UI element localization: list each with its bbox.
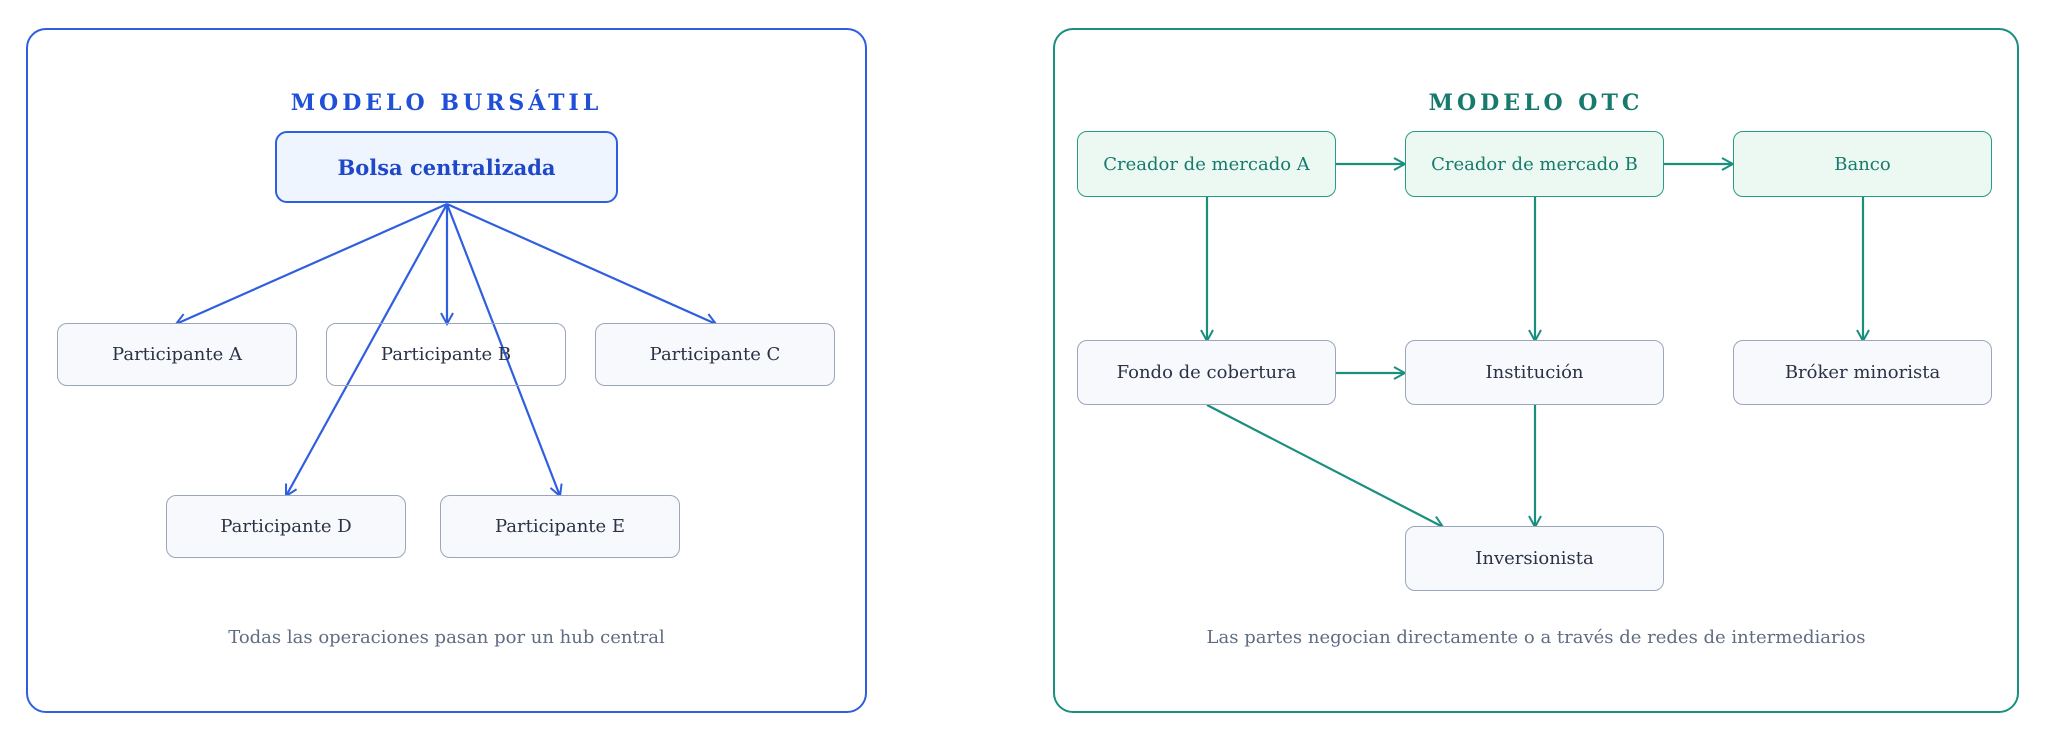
node-participant-c: Participante C [595,323,835,386]
node-participant-b: Participante B [326,323,566,386]
node-participant-d: Participante D [166,495,406,558]
node-institution: Institución [1405,340,1664,405]
node-hedge-fund: Fondo de cobertura [1077,340,1336,405]
node-investor: Inversionista [1405,526,1664,591]
node-centralized-exchange: Bolsa centralizada [275,131,618,203]
node-market-maker-b: Creador de mercado B [1405,131,1664,197]
node-participant-e: Participante E [440,495,680,558]
otc-model-title: MODELO OTC [1428,90,1644,116]
node-market-maker-a: Creador de mercado A [1077,131,1336,197]
exchange-model-title: MODELO BURSÁTIL [290,90,603,116]
node-participant-a: Participante A [57,323,297,386]
node-retail-broker: Bróker minorista [1733,340,1992,405]
otc-model-caption: Las partes negocian directamente o a tra… [1206,627,1866,648]
node-bank: Banco [1733,131,1992,197]
exchange-model-caption: Todas las operaciones pasan por un hub c… [228,627,665,648]
